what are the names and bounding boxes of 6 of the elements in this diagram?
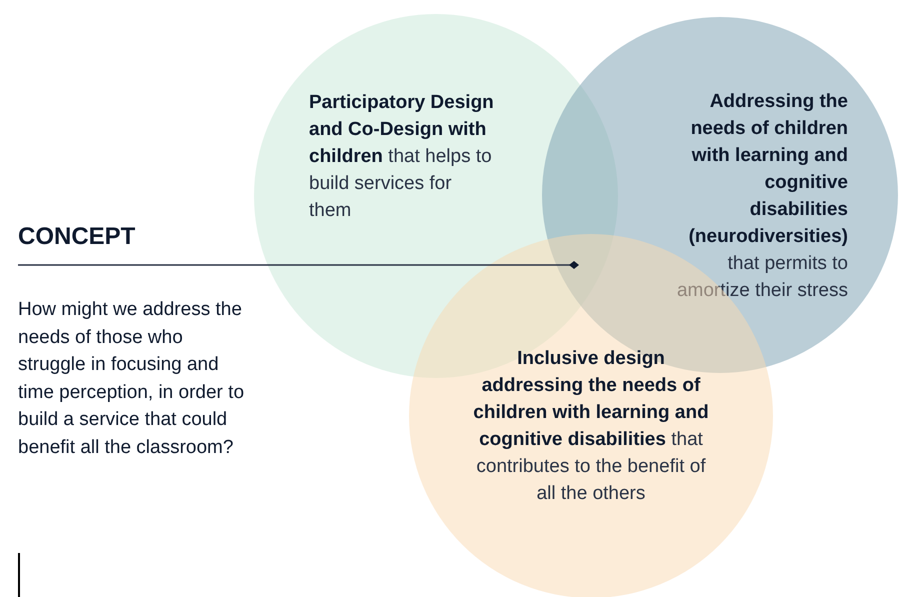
circle-text: Addressing the needs of children with learning and cognitive disabilities (neurodiversities) that permits to amortize their stress [676,90,848,303]
circle-text: Participatory Design and Co-Design with children that helps to build services for them [309,91,495,223]
circle-text: Inclusive design addressing the needs of children with learning and cognitive disabilities that contributes to the benefit of all the others [472,347,710,506]
leader-line [18,261,579,269]
heading: CONCEPT [18,222,136,252]
question-text: How might we address the needs of those who struggle in focusing and time perception, in order to build a service that could benefit all the classroom? [18,298,246,460]
